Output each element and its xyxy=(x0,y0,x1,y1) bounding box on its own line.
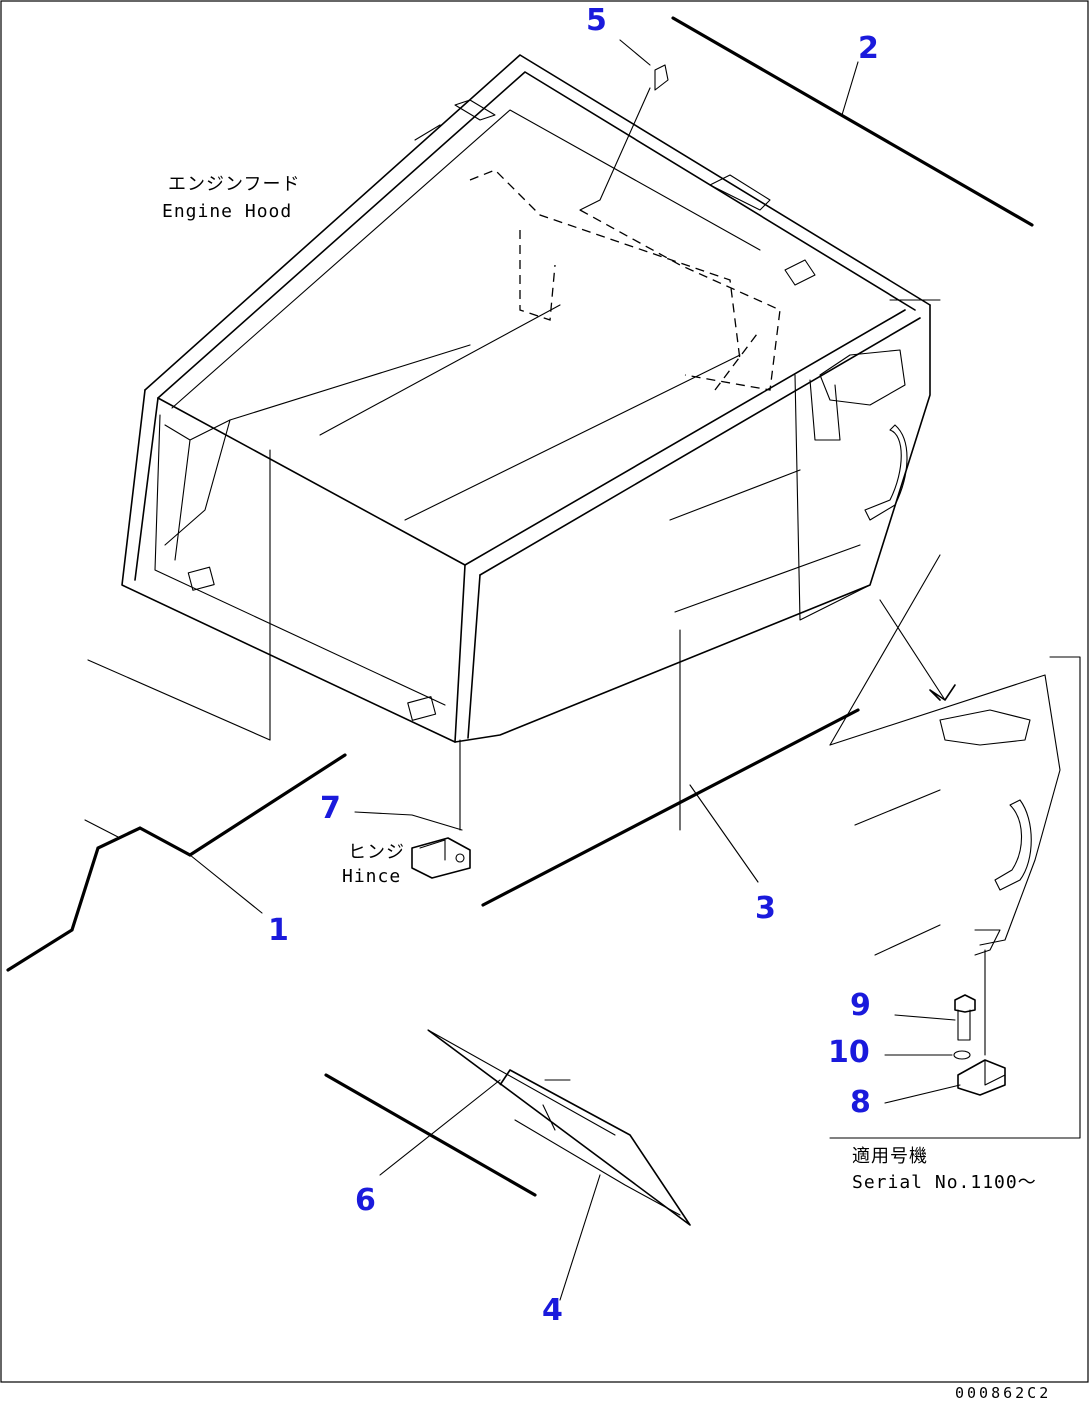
serial-label-jp: 適用号機 xyxy=(852,1146,928,1167)
hinge-label-jp: ヒンジ xyxy=(348,842,405,863)
callout-8: 8 xyxy=(850,1085,871,1120)
part-7-hinge xyxy=(354,811,471,879)
callout-4: 4 xyxy=(542,1293,563,1328)
callout-7: 7 xyxy=(320,791,341,826)
part-3-seal-strip xyxy=(481,708,860,907)
callout-5: 5 xyxy=(586,3,607,38)
part-4-window xyxy=(427,1029,691,1301)
callout-9: 9 xyxy=(850,988,871,1023)
callout-10: 10 xyxy=(828,1035,870,1070)
part-2-seal-strip xyxy=(671,16,1034,227)
engine-hood-label-en: Engine Hood xyxy=(162,201,292,222)
callout-3: 3 xyxy=(755,891,776,926)
part-6-strip xyxy=(324,1073,537,1197)
callout-2: 2 xyxy=(858,31,879,66)
detail-inset xyxy=(829,599,1081,1139)
part-5-wiring xyxy=(579,39,669,211)
callout-6: 6 xyxy=(355,1183,376,1218)
engine-hood-label-jp: エンジンフード xyxy=(168,174,300,195)
callout-1: 1 xyxy=(268,913,289,948)
callouts: 5 2 7 3 1 9 10 8 6 4 xyxy=(268,3,879,1328)
engine-hood xyxy=(87,54,941,831)
drawing-code: 000862C2 xyxy=(955,1384,1051,1402)
serial-label-en: Serial No.1100～ xyxy=(852,1172,1037,1193)
annotations: エンジンフード Engine Hood ヒンジ Hince 適用号機 Seria… xyxy=(162,174,1051,1402)
hinge-label-en: Hince xyxy=(342,866,401,887)
part-1-bent-rod xyxy=(6,753,347,972)
